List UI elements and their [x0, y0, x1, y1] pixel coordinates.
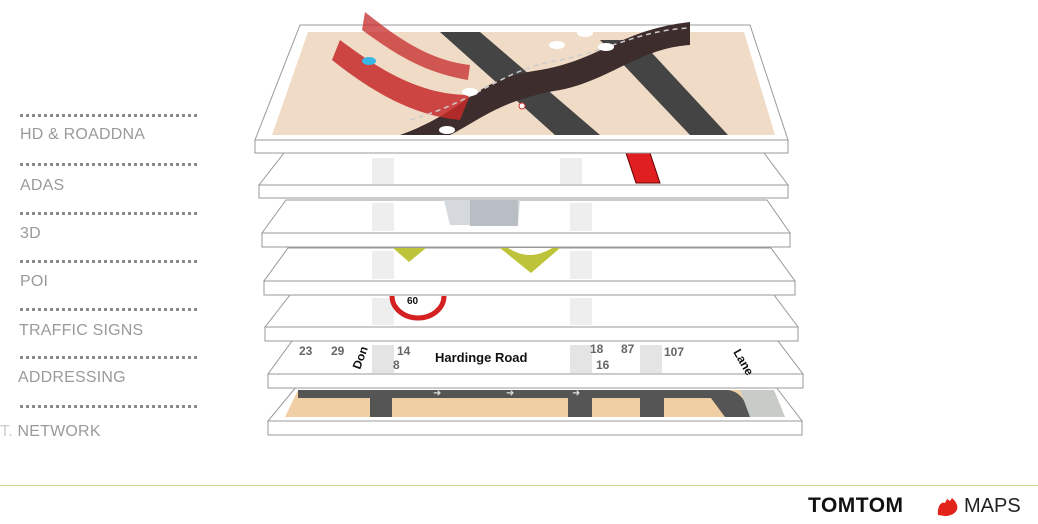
street-name: Hardinge Road: [435, 350, 528, 365]
layer-addressing: 23 29 14 8 18 16 87 107 Hardinge Road Do…: [267, 340, 805, 389]
tomtom-hand-icon: [937, 498, 958, 516]
layer-adas: [257, 152, 789, 199]
car-icon: [439, 126, 455, 134]
car-icon: [362, 57, 376, 65]
layer-label-hd-roaddna: HD & ROADDNA: [20, 126, 146, 143]
layer-label-network: T. NETWORK: [0, 423, 101, 441]
layer-hd-roaddna: [254, 12, 789, 154]
divider: [20, 356, 197, 359]
arrow-icon: ➜: [433, 388, 441, 399]
layer-label-adas: ADAS: [20, 177, 65, 194]
house-number: 29: [331, 344, 345, 358]
house-number: 23: [299, 344, 313, 358]
house-number: 8: [393, 358, 400, 372]
car-icon: [577, 29, 593, 37]
layer-poi: [263, 247, 796, 296]
divider: [20, 212, 197, 215]
layer-label-poi: POI: [20, 273, 49, 290]
house-number: 16: [596, 358, 610, 372]
label-text: NETWORK: [17, 423, 101, 440]
divider: [20, 405, 197, 408]
label-prefix: T.: [0, 423, 13, 440]
layer-label-traffic-signs: TRAFFIC SIGNS: [19, 322, 144, 339]
car-icon: [549, 41, 565, 49]
car-icon: [598, 43, 614, 51]
footer-divider: [0, 485, 1038, 486]
divider: [20, 308, 197, 311]
arrow-icon: ➜: [506, 388, 514, 399]
elevated-road: [400, 22, 690, 135]
speed-sign-icon: [389, 295, 447, 321]
layer-network: ➜ ➜ ➜: [266, 386, 804, 436]
house-number: 18: [590, 342, 604, 356]
layer-label-addressing: ADDRESSING: [18, 369, 126, 386]
car-icon: [462, 88, 478, 96]
house-number: 14: [397, 344, 411, 358]
house-number: 87: [621, 342, 635, 356]
divider: [20, 163, 197, 166]
divider: [20, 260, 197, 263]
layer-traffic-signs: 60: [263, 294, 799, 342]
map-layer-stack: ➜ ➜ ➜ 23 29 14 8 18 16 87 107 Hardinge R…: [254, 12, 805, 436]
divider: [20, 114, 197, 117]
tomtom-logo: TOMTOM: [808, 494, 904, 517]
house-number: 107: [664, 345, 684, 359]
layer-label-3d: 3D: [20, 225, 41, 242]
poi-pin-icon: [393, 248, 426, 262]
layer-3d: [261, 199, 791, 248]
arrow-icon: ➜: [572, 388, 580, 399]
poi-pin-icon: [500, 248, 560, 273]
svg-text:60: 60: [407, 296, 419, 307]
product-name: MAPS: [964, 495, 1021, 517]
